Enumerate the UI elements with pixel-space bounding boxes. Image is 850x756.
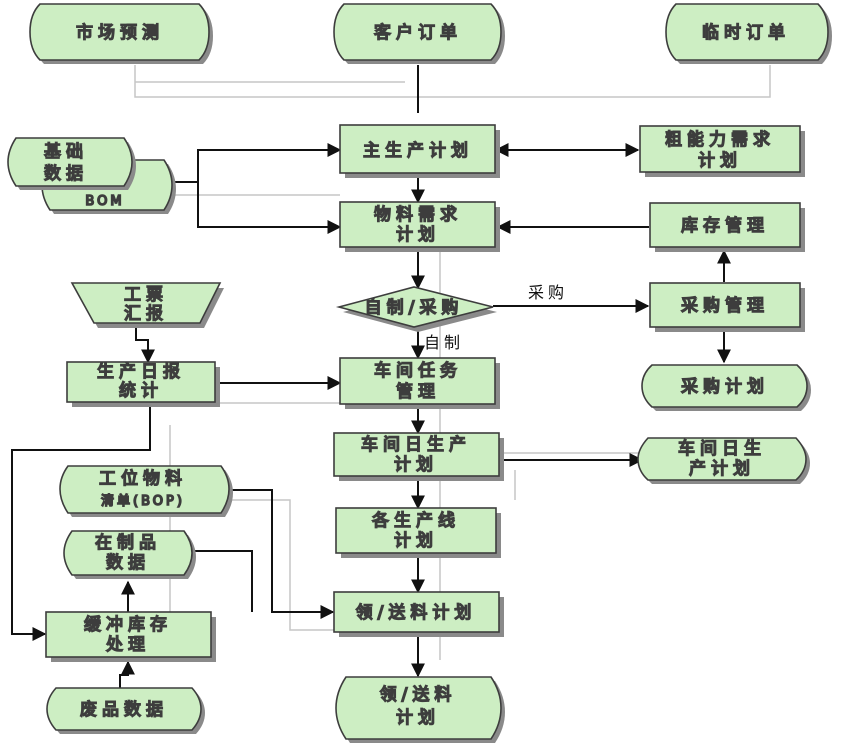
buffer-inventory-label-2: 处理 — [106, 635, 150, 655]
workshop-task-node: 车间任务 管理 — [339, 357, 500, 409]
issue-plan-node: 领/送料计划 — [333, 591, 504, 637]
wip-data-label-2: 数据 — [106, 553, 150, 573]
workshop-task-label-2: 管理 — [396, 382, 440, 402]
daily-stats-label-1: 生产日报 — [97, 362, 185, 382]
inventory-mgmt-node: 库存管理 — [649, 202, 805, 252]
market-forecast-label: 市场预测 — [76, 23, 164, 43]
rough-capacity-node: 粗能力需求 计划 — [639, 125, 805, 177]
temporary-orders-node: 临时订单 — [665, 3, 832, 64]
work-ticket-node: 工票 汇报 — [70, 282, 224, 328]
wip-data-node: 在制品 数据 — [63, 530, 196, 579]
purchase-edge-label: 采购 — [528, 283, 568, 302]
master-plan-node: 主生产计划 — [339, 124, 500, 178]
work-ticket-label-1: 工票 — [124, 285, 168, 305]
base-data-node: 基础 数据 — [7, 137, 136, 190]
temporary-orders-label: 临时订单 — [702, 23, 790, 43]
daily-stats-node: 生产日报 统计 — [66, 361, 220, 407]
line-plan-label-1: 各生产线 — [372, 511, 460, 531]
workshop-daily-plan-node: 车间日生产 计划 — [333, 432, 504, 481]
workshop-task-label-1: 车间任务 — [374, 361, 462, 381]
workshop-daily-doc-label-2: 产计划 — [689, 459, 755, 479]
customer-orders-node: 客户订单 — [333, 3, 505, 64]
bom-label: BOM — [85, 194, 124, 209]
rough-capacity-label-1: 粗能力需求 — [665, 130, 775, 150]
base-data-label-2: 数据 — [44, 164, 88, 184]
work-ticket-label-2: 汇报 — [124, 304, 168, 324]
issue-plan-doc-label-2: 计划 — [396, 708, 440, 728]
workshop-daily-plan-label-2: 计划 — [394, 455, 438, 475]
connector-lines — [11, 65, 731, 688]
mrp-label-1: 物料需求 — [374, 205, 462, 225]
inventory-mgmt-label: 库存管理 — [681, 216, 769, 236]
purchase-plan-label: 采购计划 — [681, 377, 769, 397]
issue-plan-label: 领/送料计划 — [356, 603, 477, 623]
market-forecast-node: 市场预测 — [29, 3, 213, 64]
master-plan-label: 主生产计划 — [363, 141, 473, 161]
rough-capacity-label-2: 计划 — [698, 151, 742, 171]
base-data-label-1: 基础 — [44, 142, 88, 162]
make-or-buy-label: 自制/采购 — [365, 298, 464, 318]
self-made-edge-label: 自制 — [424, 333, 464, 352]
buffer-inventory-node: 缓冲库存 处理 — [45, 611, 216, 662]
scrap-data-node: 废品数据 — [46, 687, 205, 734]
customer-orders-label: 客户订单 — [374, 23, 462, 43]
line-plan-label-2: 计划 — [394, 531, 438, 551]
make-or-buy-decision: 自制/采购 — [335, 286, 497, 332]
daily-stats-label-2: 统计 — [119, 381, 163, 401]
wip-data-label-1: 在制品 — [95, 533, 161, 553]
purchase-mgmt-label: 采购管理 — [681, 296, 769, 316]
bop-label-2: 清单(BOP) — [101, 494, 185, 509]
mrp-label-2: 计划 — [396, 225, 440, 245]
bop-node: 工位物料 清单(BOP) — [59, 465, 233, 517]
workshop-daily-doc-node: 车间日生 产计划 — [637, 437, 810, 484]
workshop-daily-doc-label-1: 车间日生 — [678, 439, 766, 459]
mrp-node: 物料需求 计划 — [339, 201, 500, 252]
line-plan-node: 各生产线 计划 — [335, 507, 501, 558]
purchase-mgmt-node: 采购管理 — [649, 282, 805, 332]
issue-plan-doc-label-1: 领/送料 — [380, 685, 457, 705]
buffer-inventory-label-1: 缓冲库存 — [84, 615, 172, 635]
issue-plan-doc-node: 领/送料 计划 — [335, 676, 505, 743]
workshop-daily-plan-label-1: 车间日生产 — [361, 435, 471, 455]
scrap-data-label: 废品数据 — [80, 700, 168, 720]
bop-label-1: 工位物料 — [99, 469, 187, 489]
purchase-plan-node: 采购计划 — [641, 364, 811, 411]
